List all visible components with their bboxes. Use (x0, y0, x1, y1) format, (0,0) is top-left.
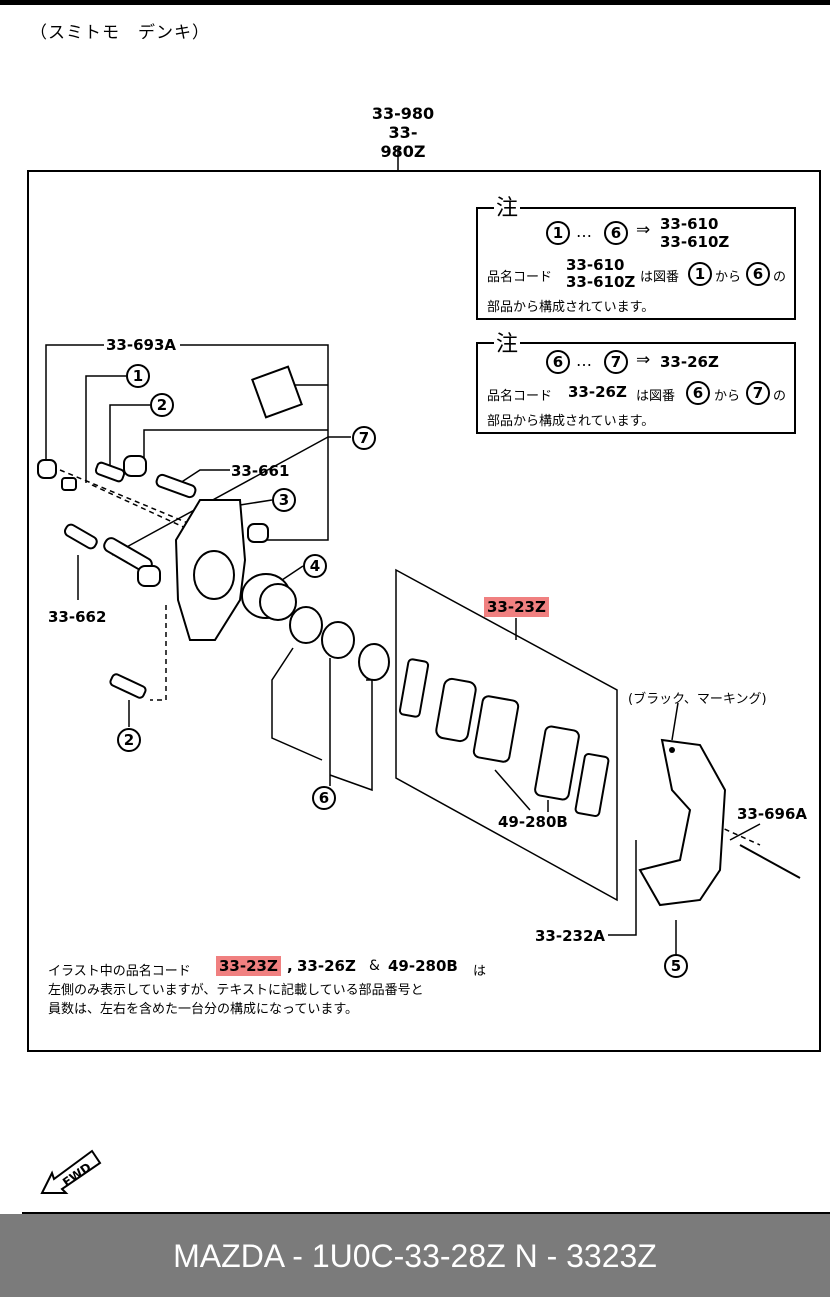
label-shims: 49-280B (498, 813, 568, 831)
note-1-no: の (773, 270, 787, 285)
fwd-arrow-icon: FWD (40, 1149, 102, 1194)
bottom-note-amp: & (369, 958, 380, 974)
label-clip: 33-232A (535, 927, 606, 945)
maker-name: （スミトモ デンキ） (30, 23, 210, 43)
callout-1: 1 (126, 364, 150, 388)
note-1-code2: 33-610Z (660, 233, 730, 251)
note-1-line-code1: 33-610 (566, 256, 625, 274)
top-border (0, 0, 830, 5)
callout-7: 7 (352, 426, 376, 450)
note-2-title: 注 (494, 326, 521, 358)
note-2-mid: は図番 (636, 389, 676, 404)
callout-3: 3 (272, 488, 296, 512)
note-1-from: 1 (546, 221, 570, 245)
callout-4: 4 (303, 554, 327, 578)
bottom-note-code1: 33-23Z (216, 956, 281, 976)
note-2-ellipsis: … (576, 351, 592, 370)
bottom-note-sep: , (287, 957, 293, 975)
assembly-code-2: 33-980Z (380, 123, 426, 161)
footer-divider (22, 1212, 830, 1214)
note-1-line-to: 6 (746, 262, 770, 286)
note-2-arrow: ⇒ (636, 350, 651, 370)
note-2-to: 7 (604, 350, 628, 374)
note-1-line-code2: 33-610Z (566, 273, 636, 291)
note-2-line-from: 6 (686, 381, 710, 405)
note-1-mid: は図番 (640, 270, 680, 285)
bottom-note-line3: 員数は、左右を含めた一台分の構成になっています。 (48, 1002, 359, 1017)
bottom-note-prefix: イラスト中の品名コード (48, 964, 191, 979)
label-marking: (ブラック、マーキング) (628, 692, 767, 707)
note-1-code1: 33-610 (660, 215, 719, 233)
note-1-ellipsis: … (576, 222, 592, 241)
note-2-code: 33-26Z (660, 353, 719, 371)
label-pin-lower: 33-662 (48, 608, 107, 626)
footer-bar (0, 1214, 830, 1297)
note-box-1 (476, 207, 796, 320)
note-1-arrow: ⇒ (636, 220, 651, 240)
note-1-to: 6 (604, 221, 628, 245)
diagram-frame (27, 170, 821, 1052)
callout-5: 5 (664, 954, 688, 978)
bottom-note-line2: 左側のみ表示していますが、テキストに記載している部品番号と (48, 983, 424, 998)
note-2-prefix: 品名コード (487, 389, 553, 404)
label-bracket-kit: 33-693A (106, 336, 177, 354)
note-box-2 (476, 342, 796, 434)
assembly-code-1: 33-980 (371, 104, 435, 123)
footer-part-number: MAZDA - 1U0C-33-28Z N - 3323Z (173, 1238, 657, 1274)
bottom-note-ha: は (473, 964, 487, 979)
note-1-title: 注 (494, 190, 521, 222)
note-1-line-from: 1 (688, 262, 712, 286)
label-pads: 33-23Z (484, 597, 549, 617)
note-2-line-to: 7 (746, 381, 770, 405)
note-2-line2: 部品から構成されています。 (487, 414, 655, 429)
callout-2: 2 (150, 393, 174, 417)
label-pin-upper: 33-661 (231, 462, 290, 480)
note-1-line2: 部品から構成されています。 (487, 300, 655, 315)
note-2-line-code: 33-26Z (568, 383, 627, 401)
bottom-note-code3: 49-280B (388, 957, 458, 975)
note-2-no: の (773, 389, 787, 404)
bottom-note-code2: 33-26Z (297, 957, 356, 975)
label-spring-pin: 33-696A (737, 805, 808, 823)
callout-6: 6 (312, 786, 336, 810)
note-2-from: 6 (546, 350, 570, 374)
note-1-prefix: 品名コード (487, 270, 553, 285)
callout-2-bottom: 2 (117, 728, 141, 752)
note-2-kara: から (714, 389, 741, 404)
note-1-kara: から (715, 270, 742, 285)
